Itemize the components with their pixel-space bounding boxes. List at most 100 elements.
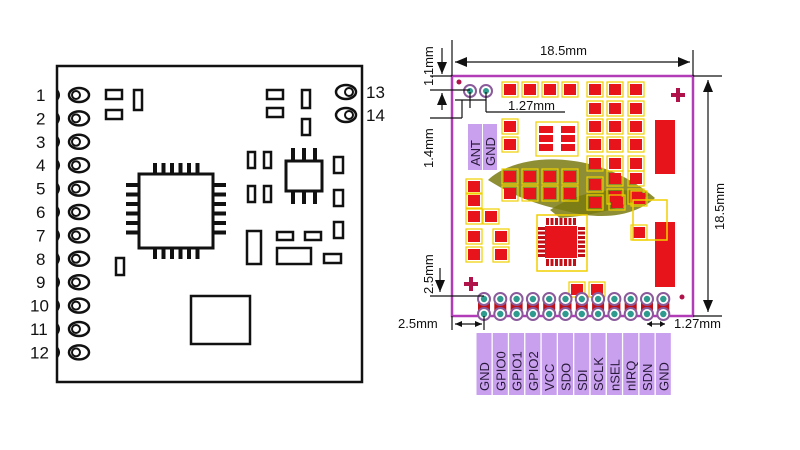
smd-component	[262, 150, 273, 170]
dim-ant-offset: 1.4mm	[421, 128, 436, 168]
pad-outline	[492, 228, 510, 245]
smd-pad	[609, 191, 621, 202]
pad-outline	[521, 81, 539, 98]
pad-outline	[521, 168, 539, 185]
pad-outline	[586, 194, 604, 211]
bottom-pin-label: GPIO1	[509, 333, 525, 395]
smd-pad	[524, 171, 536, 182]
smd-pad	[589, 158, 601, 169]
svg-text:GPIO1: GPIO1	[510, 351, 525, 391]
smd-pad	[630, 84, 642, 95]
plus-marker	[671, 88, 685, 102]
pad-outline	[608, 194, 626, 211]
pad-outline	[482, 208, 500, 225]
crystal-component	[189, 294, 252, 346]
pad-outline	[586, 81, 604, 98]
smd-pad	[564, 84, 576, 95]
pin-8: 8	[36, 250, 91, 269]
label-bg	[483, 124, 497, 170]
pin-number: 4	[36, 156, 45, 175]
smd-pad	[544, 188, 556, 199]
pin-number: 8	[36, 250, 45, 269]
pad-outline	[465, 246, 483, 263]
smd-pad	[589, 139, 601, 150]
pad-outline	[561, 185, 579, 202]
smd-pad	[468, 231, 480, 242]
pin-1: 1	[36, 86, 91, 105]
pin-number: 7	[36, 226, 45, 245]
svg-text:GND: GND	[656, 362, 671, 391]
smd-pad	[544, 171, 556, 182]
pad-outline	[606, 136, 624, 153]
svg-text:GPIO2: GPIO2	[526, 351, 541, 391]
smd-pad	[504, 84, 516, 95]
pad-outline	[501, 118, 519, 135]
smd-pad	[589, 84, 601, 95]
pin-number: 14	[366, 106, 385, 125]
smd-pad	[630, 139, 642, 150]
smd-pad	[524, 84, 536, 95]
smd-pad	[633, 193, 645, 204]
pin-9: 9	[36, 273, 91, 292]
bottom-pin-label: SDI	[574, 333, 590, 395]
pin-12: 12	[30, 343, 91, 362]
smd-component	[275, 230, 295, 242]
header-pin-4	[525, 292, 540, 321]
smd-pad	[564, 188, 576, 199]
pad-outline	[606, 81, 624, 98]
pin-4: 4	[36, 156, 91, 175]
pin1-marker	[679, 294, 685, 300]
smd-pad	[468, 211, 480, 222]
pin-6: 6	[36, 203, 91, 222]
label-bg	[468, 124, 482, 170]
left-module-outline	[55, 64, 364, 384]
smd-pad	[564, 171, 576, 182]
dim-height: 18.5mm	[712, 183, 727, 230]
smd-component	[265, 106, 285, 119]
smd-pad	[609, 158, 621, 169]
svg-text:GPIO0: GPIO0	[493, 351, 508, 391]
smd-pad	[611, 197, 623, 208]
smd-pads	[465, 81, 648, 298]
pin-number: 9	[36, 273, 45, 292]
header-pin-7	[574, 292, 589, 321]
smd-pad	[504, 171, 516, 182]
pin-number: 6	[36, 203, 45, 222]
svg-text:VCC: VCC	[542, 364, 557, 391]
smd-pad	[609, 103, 621, 114]
smd-pad	[468, 249, 480, 260]
pin-10: 10	[30, 297, 91, 316]
smd-component	[322, 252, 343, 265]
smd-component	[104, 88, 124, 101]
smd-component	[300, 117, 312, 137]
dim-bottom-offset: 2.5mm	[421, 254, 436, 294]
pad-outline	[586, 118, 604, 135]
smd-pad	[630, 158, 642, 169]
smd-component	[332, 220, 345, 240]
smd-pad	[485, 211, 497, 222]
bottom-pin-label: nIRQ	[623, 333, 639, 395]
smd-pad	[609, 173, 621, 184]
svg-text:GND: GND	[477, 362, 492, 391]
smd-component	[246, 150, 257, 170]
smd-component	[104, 108, 124, 121]
smd-component	[332, 155, 345, 175]
pad-outline	[586, 176, 604, 193]
smd-pad	[609, 84, 621, 95]
pin-5: 5	[36, 180, 91, 199]
pad-outline	[492, 246, 510, 263]
bottom-pin-label: GPIO2	[525, 333, 541, 395]
smd-pad	[589, 197, 601, 208]
pad-outline	[465, 228, 483, 245]
header-pin-11	[640, 292, 654, 321]
smd-pad	[504, 188, 516, 199]
svg-text:SCLK: SCLK	[591, 357, 606, 391]
pad-outline	[627, 118, 645, 135]
smd-component	[132, 88, 144, 112]
smd-pad	[630, 121, 642, 132]
header-pin-8	[591, 292, 606, 321]
pin-number: 12	[30, 343, 49, 362]
dim-left-offset: 2.5mm	[398, 316, 438, 331]
pad-outline	[586, 100, 604, 117]
